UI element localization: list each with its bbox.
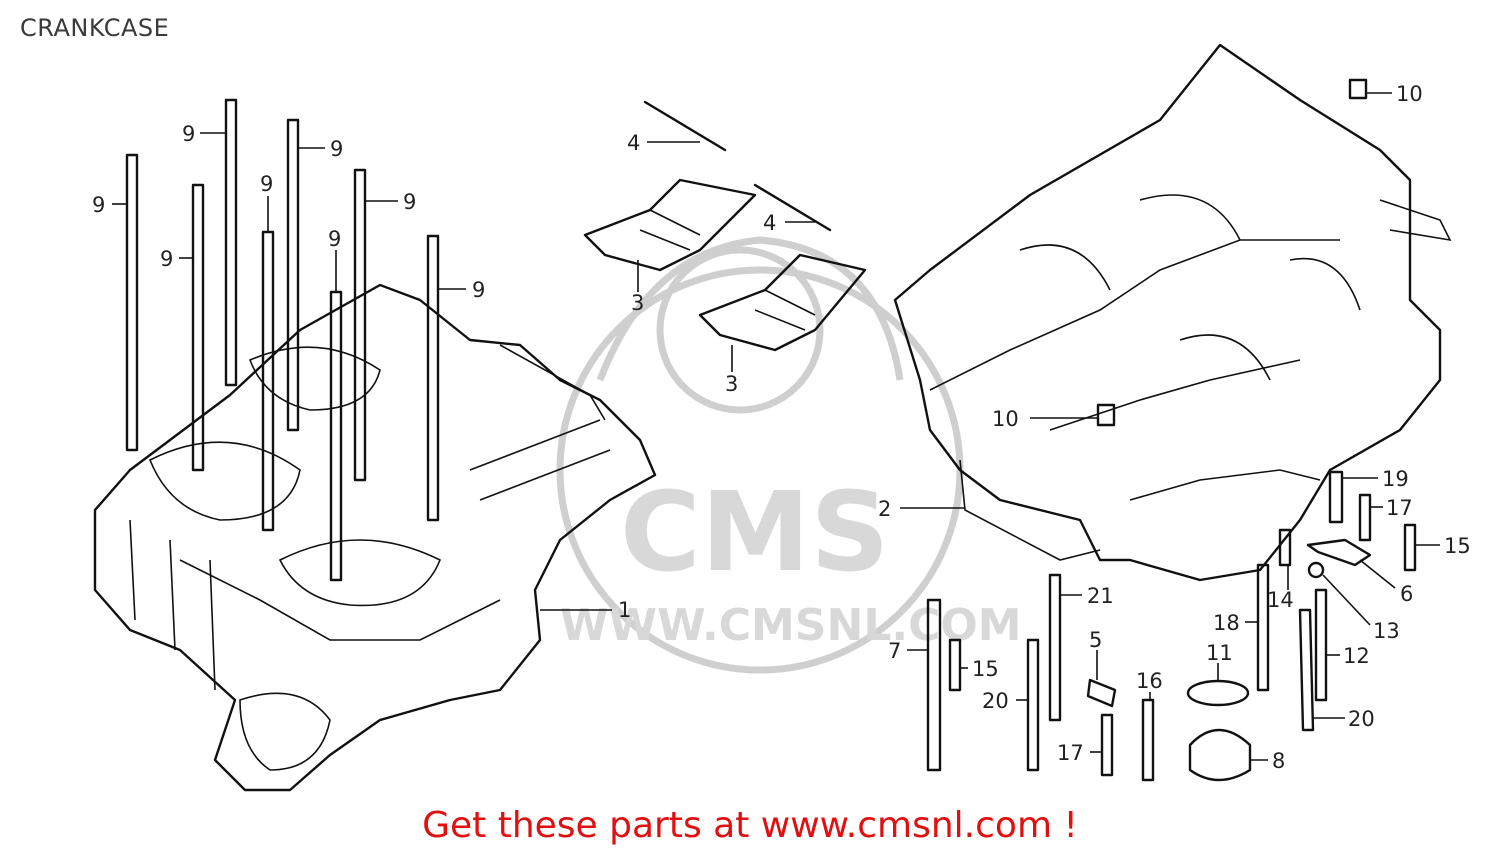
bolt-15-right [1403, 523, 1417, 572]
cylinder-studs [125, 98, 440, 582]
callout-18: 18 [1213, 611, 1240, 635]
bolt-17-right [1358, 493, 1372, 542]
callout-9: 9 [260, 172, 273, 196]
callout-17: 17 [1057, 741, 1084, 765]
watermark-logo-text: CMS [620, 468, 889, 596]
leader-lines [112, 92, 1440, 761]
callout-15: 15 [972, 657, 999, 681]
callout-9: 9 [328, 227, 341, 251]
callout-12: 12 [1343, 644, 1370, 668]
callout-7: 7 [888, 639, 901, 663]
callout-15: 15 [1444, 534, 1471, 558]
callout-9: 9 [160, 247, 173, 271]
callout-5: 5 [1089, 628, 1102, 652]
callout-4: 4 [627, 131, 640, 155]
bolt-16 [1141, 698, 1155, 782]
seal-5 [1086, 678, 1117, 708]
bolt-20-left [1026, 638, 1040, 772]
callout-10: 10 [1396, 82, 1423, 106]
callout-labels: 9 9 9 9 9 9 9 9 1 4 4 3 3 10 10 2 21 7 1… [92, 82, 1471, 773]
bolt-20-right [1298, 608, 1315, 732]
callout-17: 17 [1386, 496, 1413, 520]
callout-8: 8 [1272, 749, 1285, 773]
get-parts-link[interactable]: Get these parts at www.cmsnl.com ! [422, 805, 1078, 846]
callout-3: 3 [725, 372, 738, 396]
bolts-and-fittings [926, 78, 1417, 782]
cap-8 [1188, 728, 1252, 782]
callout-9: 9 [330, 137, 343, 161]
callout-11: 11 [1206, 641, 1233, 665]
bolt-17-bottom [1100, 713, 1114, 777]
callout-21: 21 [1087, 584, 1114, 608]
bolt-12 [1314, 588, 1328, 702]
dowel-pin-middle [1096, 403, 1116, 427]
callout-4: 4 [763, 211, 776, 235]
dowel-pin-top [1348, 78, 1368, 100]
callout-9: 9 [182, 122, 195, 146]
callout-13: 13 [1373, 619, 1400, 643]
o-ring-11 [1186, 679, 1250, 707]
cms-watermark: CMS WWW.CMSNL.COM [556, 236, 1022, 674]
bolt-18 [1256, 563, 1270, 692]
callout-3: 3 [631, 291, 644, 315]
bolt-21 [1048, 573, 1062, 722]
bolt-14 [1278, 528, 1292, 567]
upper-crankcase [93, 283, 657, 792]
bolt-15-left [948, 638, 962, 692]
callout-9: 9 [472, 278, 485, 302]
callout-2: 2 [878, 497, 891, 521]
callout-19: 19 [1382, 467, 1409, 491]
bolt-7 [926, 598, 942, 772]
callout-1: 1 [618, 598, 631, 622]
callout-6: 6 [1400, 582, 1413, 606]
callout-10: 10 [992, 407, 1019, 431]
diagram-title: CRANKCASE [20, 14, 170, 42]
callout-9: 9 [403, 190, 416, 214]
callout-9: 9 [92, 193, 105, 217]
callout-14: 14 [1267, 588, 1294, 612]
lower-crankcase [893, 43, 1452, 582]
washer-13 [1307, 561, 1325, 579]
bolt-19 [1328, 470, 1344, 524]
callout-20: 20 [1348, 707, 1375, 731]
bracket-6 [1306, 538, 1372, 567]
watermark-url-text: WWW.CMSNL.COM [560, 600, 1022, 651]
baffle-plates [583, 100, 867, 352]
callout-20: 20 [982, 689, 1009, 713]
callout-16: 16 [1136, 669, 1163, 693]
